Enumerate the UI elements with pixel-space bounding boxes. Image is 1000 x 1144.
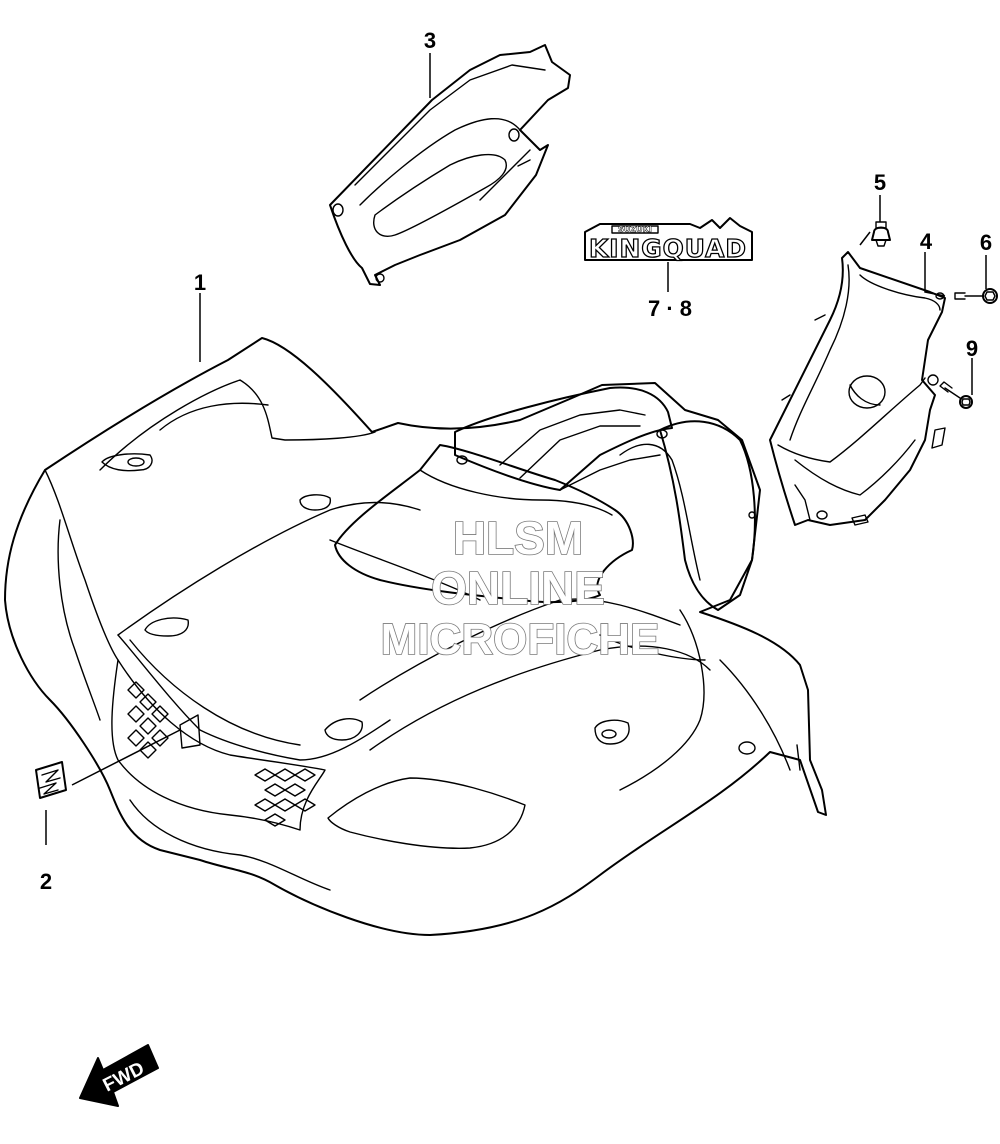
watermark-line-1: HLSM <box>453 512 583 564</box>
kingquad-decal: SUZUKI KINGQUAD <box>584 217 753 264</box>
callout-part-5: 5 <box>874 170 886 195</box>
watermark-line-2: ONLINE <box>431 562 605 614</box>
callout-part-2: 2 <box>40 869 52 894</box>
callout-part-9: 9 <box>966 336 978 361</box>
side-cover-upper <box>329 44 571 286</box>
decal-model-text: KINGQUAD <box>589 234 747 263</box>
callout-part-3: 3 <box>424 28 436 53</box>
front-fender <box>4 337 827 936</box>
callout-part-1: 1 <box>194 270 206 295</box>
bolt-lower <box>939 381 973 409</box>
callout-part-4: 4 <box>920 229 933 254</box>
watermark: HLSM ONLINE MICROFICHE <box>380 511 660 665</box>
watermark-line-3: MICROFICHE <box>381 615 660 664</box>
grille-mesh-left <box>127 681 169 759</box>
push-clip <box>871 221 891 247</box>
fwd-direction-arrow: FWD <box>79 1044 159 1107</box>
callout-part-7-8: 7 · 8 <box>648 296 692 321</box>
suzuki-emblem-badge <box>35 761 67 799</box>
screw-upper <box>954 288 998 304</box>
callout-part-6: 6 <box>980 230 992 255</box>
side-panel-inner <box>769 251 946 526</box>
decal-brand-text: SUZUKI <box>618 225 652 234</box>
grille-mesh-center <box>254 768 316 827</box>
leader-lines <box>45 53 987 845</box>
